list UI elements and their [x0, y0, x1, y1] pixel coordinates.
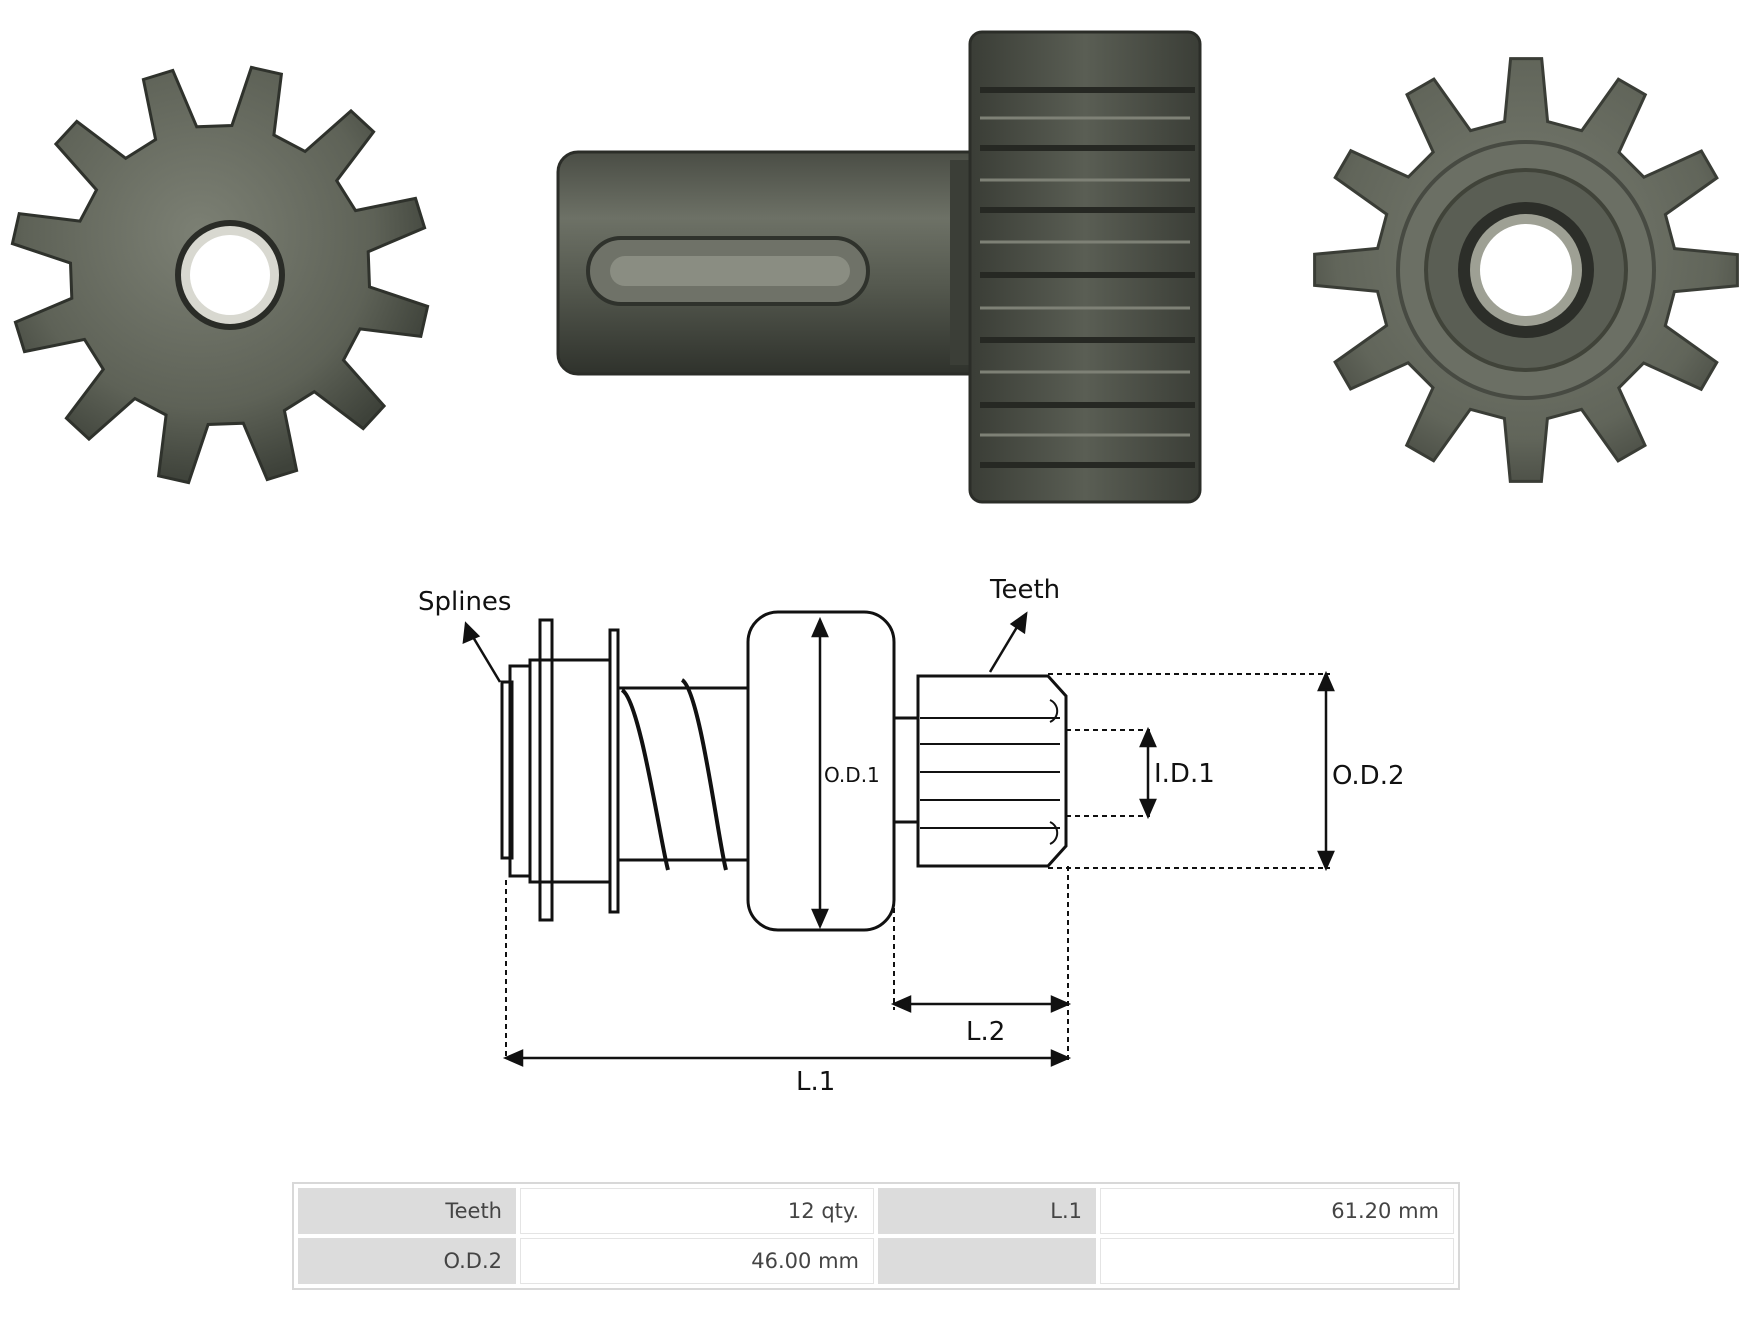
spec-value: 46.00 mm	[520, 1238, 874, 1284]
table-row: O.D.2 46.00 mm	[298, 1238, 1454, 1284]
l2-label: L.2	[966, 1017, 1005, 1047]
spec-key: Teeth	[298, 1188, 516, 1234]
dimension-diagram: Splines Teeth O.D.1 I.D.1 O.D.2 L.2 L.1	[418, 575, 1405, 1097]
spec-value	[1100, 1238, 1454, 1284]
table-row: Teeth 12 qty. L.1 61.20 mm	[298, 1188, 1454, 1234]
spec-key: O.D.2	[298, 1238, 516, 1284]
od1-label: O.D.1	[824, 763, 880, 787]
id1-label: I.D.1	[1154, 759, 1215, 789]
od2-label: O.D.2	[1332, 761, 1405, 791]
pinion-side-photo	[556, 30, 1202, 504]
teeth-label: Teeth	[989, 575, 1060, 605]
spec-key: L.1	[878, 1188, 1096, 1234]
spec-key	[878, 1238, 1096, 1284]
spec-table: Teeth 12 qty. L.1 61.20 mm O.D.2 46.00 m…	[292, 1182, 1460, 1290]
pinion-teeth	[916, 674, 1068, 868]
splines-label: Splines	[418, 587, 511, 617]
flange	[538, 618, 554, 922]
gear-rear-photo	[1313, 57, 1739, 483]
spec-value: 61.20 mm	[1100, 1188, 1454, 1234]
l1-label: L.1	[796, 1067, 835, 1097]
gear-front-photo	[10, 65, 430, 485]
spec-value: 12 qty.	[520, 1188, 874, 1234]
